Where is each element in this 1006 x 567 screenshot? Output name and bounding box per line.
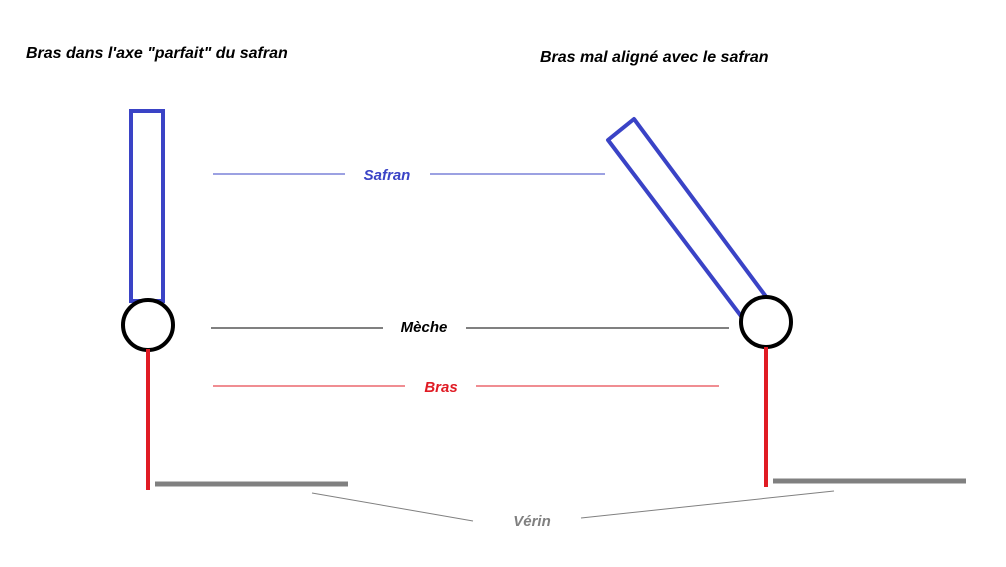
label-verin: Vérin [513,513,551,530]
verin-leader-left [311,492,474,522]
verin-leader-right [580,490,835,519]
label-safran: Safran [364,167,411,184]
rudder-stock-left [121,298,175,352]
rudder-blade-left [129,109,165,303]
rudder-blade-right [606,117,769,318]
rudder-stock-right [739,295,793,349]
label-bras: Bras [424,379,457,396]
title-left: Bras dans l'axe "parfait" du safran [26,45,288,62]
title-right: Bras mal aligné avec le safran [540,49,769,66]
label-meche: Mèche [401,319,448,336]
